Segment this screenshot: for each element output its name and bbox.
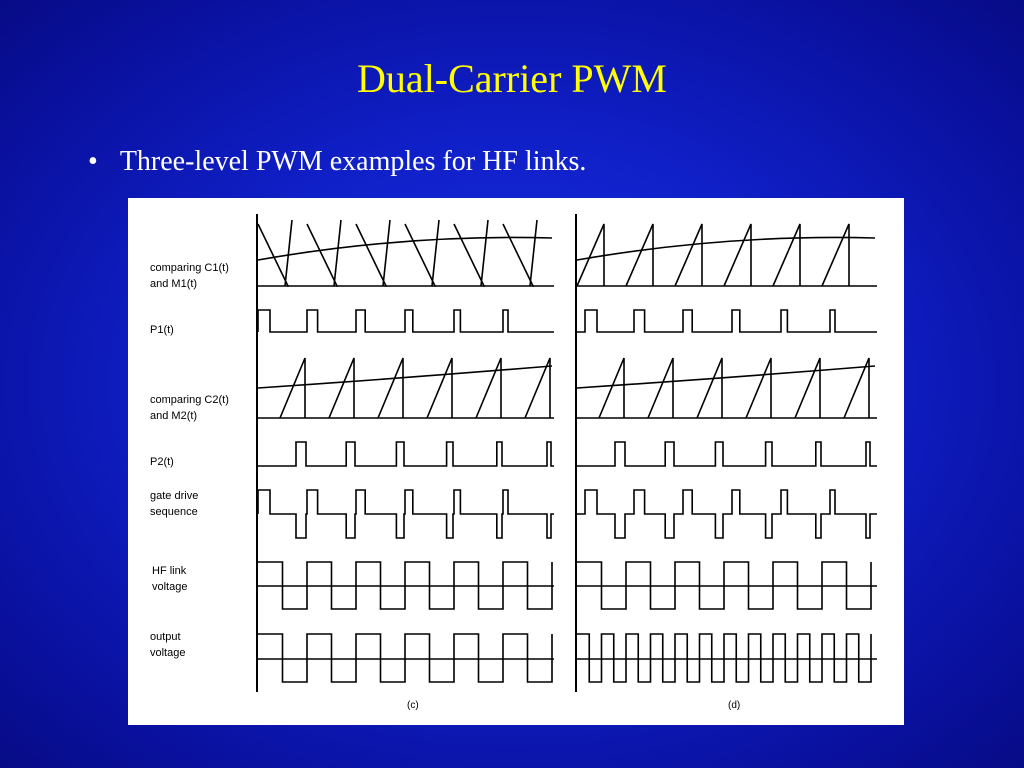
gate-drive-c (257, 489, 554, 539)
bullet-text: Three-level PWM examples for HF links. (119, 146, 587, 177)
carrier-c2-d (598, 357, 870, 419)
reference-m1-d (576, 236, 876, 261)
label-gate-drive: gate drive sequence (150, 488, 198, 520)
label-gate-drive-line1: gate drive (150, 490, 199, 502)
pulse-p1-c (257, 309, 554, 333)
carrier-c2-c (279, 357, 551, 419)
pwm-waveform-figure: comparing C1(t) and M1(t) P1(t) comparin… (128, 198, 904, 725)
pulse-p1-d (577, 309, 877, 333)
pulse-p2-c (258, 441, 554, 467)
output-voltage-wave-c (258, 633, 553, 683)
label-p2: P2(t) (150, 454, 174, 470)
caption-c: (c) (407, 700, 419, 711)
label-hf-link-line2: voltage (152, 581, 188, 593)
gate-drive-d (577, 489, 877, 539)
label-p2-text: P2(t) (150, 456, 174, 468)
label-comparing-c2: comparing C2(t) and M2(t) (150, 392, 229, 424)
label-comparing-c2-line2: and M2(t) (150, 410, 198, 422)
output-voltage-wave-d (577, 633, 872, 683)
label-hf-link: HF link voltage (152, 563, 187, 595)
hf-link-wave-d (577, 561, 872, 610)
label-comparing-c1-line2: and M1(t) (150, 278, 198, 290)
caption-d: (d) (728, 700, 741, 711)
label-output-voltage-line2: voltage (150, 647, 186, 659)
reference-m2-d (576, 365, 876, 389)
waveform-diagram (256, 214, 877, 692)
label-p1: P1(t) (150, 322, 174, 338)
hf-link-wave-c (258, 561, 553, 610)
slide-title: Dual-Carrier PWM (357, 56, 667, 101)
label-comparing-c1-line1: comparing C1(t) (150, 262, 229, 274)
bullet-marker: • (88, 146, 98, 177)
label-hf-link-line1: HF link (152, 565, 187, 577)
label-output-voltage-line1: output (150, 631, 181, 643)
label-p1-text: P1(t) (150, 324, 174, 336)
pulse-p2-d (577, 441, 877, 467)
label-comparing-c2-line1: comparing C2(t) (150, 394, 229, 406)
carrier-c1-d (576, 223, 850, 287)
label-comparing-c1: comparing C1(t) and M1(t) (150, 260, 229, 292)
carrier-c1-c (257, 219, 538, 287)
label-output-voltage: output voltage (150, 629, 185, 661)
label-gate-drive-line2: sequence (150, 506, 198, 518)
bullet-item: • Three-level PWM examples for HF links. (88, 146, 586, 178)
reference-m1-c (257, 236, 553, 261)
reference-m2-c (257, 365, 553, 389)
